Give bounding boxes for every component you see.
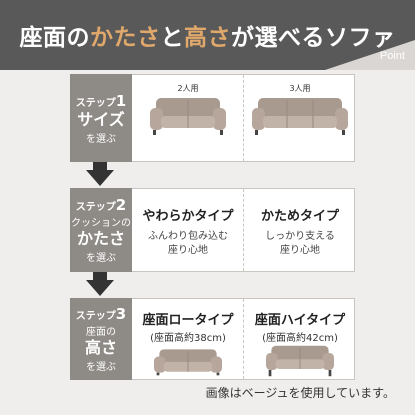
sofa-high-image [266,345,334,377]
size-3-seater-option[interactable]: 3人用 [243,75,356,161]
step-arrow-stem [93,162,107,172]
firmness-soft-option[interactable]: やわらかタイプ ふんわり包み込む座り心地 [142,209,234,256]
step-arrow-stem [93,272,107,282]
footer-note: 画像はベージュを使用しています。 [205,386,395,400]
step-arrow-down-icon [86,170,114,186]
step-arrow-down-icon [86,280,114,296]
sofa-3-seater-image [252,98,348,135]
height-high-option[interactable]: 座面ハイタイプ (座面高約42cm) [243,299,356,379]
step-1-label: ステップ1 サイズ を選ぶ [70,74,132,162]
size-2-seater-option[interactable]: 2人用 [133,75,243,161]
sofa-2-seater-image [150,98,226,135]
firmness-firm-option[interactable]: かためタイプ しっかり支える座り心地 [243,189,356,271]
step-2-label: ステップ2 クッションの かたさ を選ぶ [70,188,132,272]
point-tab [325,40,415,70]
step-3-panel: ステップ3 座面の 高さ を選ぶ 座面ロータイプ (座面高約38cm) 座面ハイ… [70,298,355,380]
step-3-label: ステップ3 座面の 高さ を選ぶ [70,298,132,380]
step-1-panel: ステップ1 サイズ を選ぶ 2人用 3人用 [70,74,355,162]
sofa-low-image [154,349,222,376]
height-low-option[interactable]: 座面ロータイプ (座面高約38cm) [133,299,243,379]
step-2-panel: ステップ2 クッションの かたさ を選ぶ やわらかタイプ ふんわり包み込む座り心… [70,188,355,272]
header-banner: 座面のかたさと高さが選べるソファ Point [0,0,415,70]
point-label: Point [379,50,405,62]
